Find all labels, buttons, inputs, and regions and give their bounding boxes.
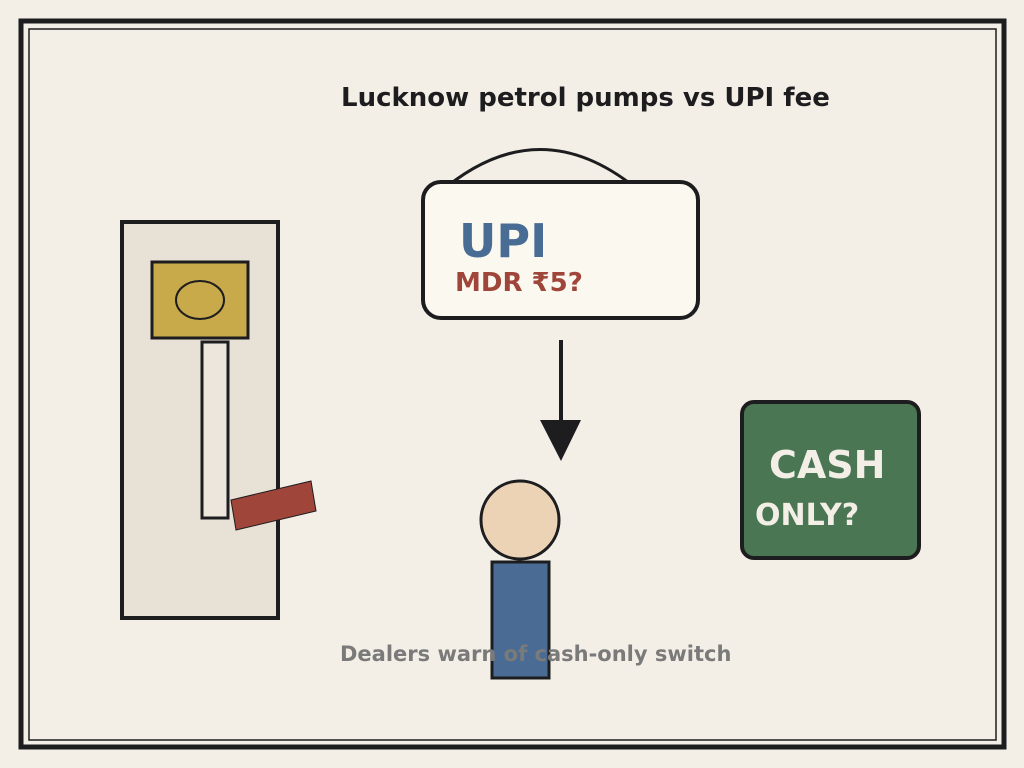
person-head xyxy=(479,479,561,561)
inner-frame xyxy=(28,28,997,741)
only-label: ONLY? xyxy=(755,498,859,533)
mdr-fee-text: MDR ₹5? xyxy=(455,268,583,298)
upi-sign: UPI MDR ₹5? xyxy=(421,148,700,320)
person-figure xyxy=(479,479,561,680)
cash-sign-board xyxy=(740,400,921,560)
petrol-pump-illustration xyxy=(120,220,317,620)
person-body xyxy=(490,560,551,680)
cash-label: CASH xyxy=(769,443,885,487)
cash-only-sign: CASH ONLY? xyxy=(740,400,921,560)
page-title: Lucknow petrol pumps vs UPI fee xyxy=(341,83,830,113)
down-arrow-icon xyxy=(540,340,581,461)
sign-hanging-string xyxy=(437,148,644,196)
caption: Dealers warn of cash-only switch xyxy=(340,642,731,666)
pump-display xyxy=(150,260,250,340)
pump-nozzle xyxy=(230,480,317,531)
pump-display-dial xyxy=(175,280,225,320)
sign-board xyxy=(421,180,700,320)
outer-frame xyxy=(18,18,1007,750)
upi-label: UPI xyxy=(459,214,547,268)
pump-hose xyxy=(200,340,230,520)
